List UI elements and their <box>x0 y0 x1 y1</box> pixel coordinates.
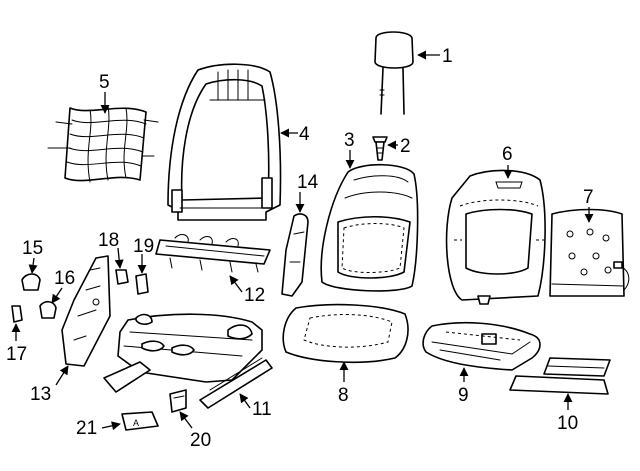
part-heater-pad[interactable] <box>549 208 630 297</box>
callout-17: 17 <box>6 344 27 365</box>
callout-12: 12 <box>244 285 265 306</box>
callout-11: 11 <box>252 399 272 420</box>
leader-lines <box>11 50 594 431</box>
callout-10: 10 <box>557 413 578 434</box>
callout-6: 6 <box>502 144 513 165</box>
part-seat-heater-pad[interactable] <box>509 357 611 395</box>
part-cushion-frame[interactable] <box>155 234 271 273</box>
part-cushion-pan[interactable] <box>422 321 541 371</box>
part-headrest[interactable] <box>374 31 414 115</box>
callout-14: 14 <box>297 172 319 193</box>
part-back-frame[interactable] <box>167 63 282 221</box>
callout-21: 21 <box>76 418 97 439</box>
part-back-cushion[interactable] <box>320 163 419 292</box>
callout-18: 18 <box>98 230 119 251</box>
callout-2: 2 <box>400 136 411 157</box>
part-seat-cushion[interactable] <box>282 303 409 364</box>
callout-9: 9 <box>458 385 469 406</box>
callout-16: 16 <box>54 268 75 289</box>
part-seat-track[interactable] <box>103 313 273 409</box>
part-knob-16[interactable] <box>39 300 57 319</box>
part-headrest-guide[interactable] <box>372 136 388 161</box>
callout-4: 4 <box>299 124 310 145</box>
svg-text:A: A <box>133 418 139 428</box>
part-module-21[interactable]: A <box>121 411 159 431</box>
part-spring-mat[interactable] <box>47 105 159 183</box>
part-clip-18[interactable] <box>115 269 129 285</box>
part-side-shield[interactable] <box>61 255 111 367</box>
callout-8: 8 <box>338 385 349 406</box>
callout-19: 19 <box>133 236 154 257</box>
part-back-panel[interactable] <box>445 169 546 305</box>
part-bracket-20[interactable] <box>169 389 187 413</box>
callout-numbers: 1 2 3 4 5 6 7 8 9 10 11 12 13 14 15 16 1… <box>6 46 594 451</box>
callout-1: 1 <box>442 46 453 67</box>
callout-3: 3 <box>344 130 355 151</box>
part-inner-shield[interactable] <box>281 213 309 297</box>
callout-7: 7 <box>583 187 594 208</box>
part-clip-17[interactable] <box>11 305 23 323</box>
callout-15: 15 <box>22 238 43 259</box>
callout-20: 20 <box>190 430 211 451</box>
callout-5: 5 <box>99 72 110 93</box>
part-clip-19[interactable] <box>135 273 149 295</box>
callout-13: 13 <box>30 384 51 405</box>
part-knob-15[interactable] <box>21 273 41 291</box>
